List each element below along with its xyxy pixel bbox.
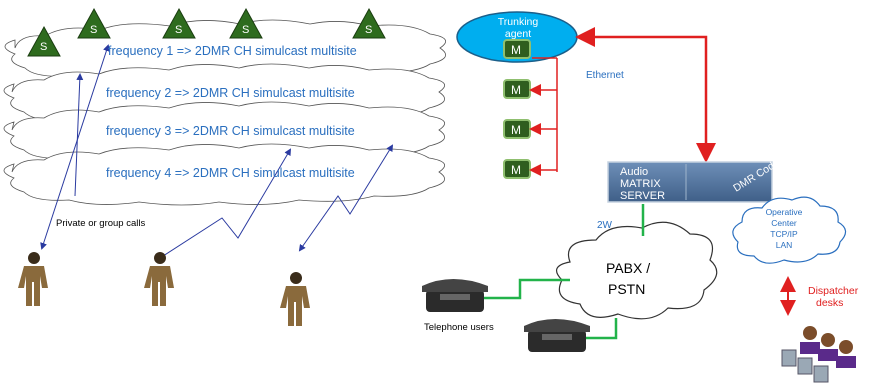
two-wire-label: 2W — [597, 220, 612, 231]
frequency-label-1: frequency 1 => 2DMR CH simulcast multisi… — [108, 44, 357, 58]
frequency-label-2: frequency 2 => 2DMR CH simulcast multisi… — [106, 86, 355, 100]
telephone-icon — [422, 279, 488, 312]
operative-center-line-4: LAN — [775, 240, 793, 250]
operative-center-line-3: TCP/IP — [770, 229, 798, 239]
radio-user-figure — [18, 252, 48, 306]
base-station-label: S — [90, 24, 97, 36]
pabx-label-2: PSTN — [608, 281, 646, 297]
base-station-label: S — [365, 24, 372, 36]
dispatcher-label-1: Dispatcher — [808, 285, 859, 297]
frequency-label-4: frequency 4 => 2DMR CH simulcast multisi… — [106, 166, 355, 180]
radio-user-figure — [144, 252, 174, 306]
pabx-label-1: PABX / — [606, 260, 651, 276]
telephone-users-label: Telephone users — [424, 322, 494, 333]
operative-center-cloud — [732, 196, 847, 264]
matrix-line-2: MATRIX — [620, 178, 661, 190]
radio-links — [40, 44, 394, 260]
modem-label: M — [511, 123, 521, 137]
frequency-label-3: frequency 3 => 2DMR CH simulcast multisi… — [106, 124, 355, 138]
wired-links — [484, 204, 645, 340]
base-station-icon: S — [162, 7, 196, 39]
modem-icon: M — [503, 119, 531, 139]
base-station-label: S — [40, 41, 47, 53]
base-station-icon: S — [352, 7, 386, 39]
modem-label: M — [511, 43, 521, 57]
dispatcher-label-2: desks — [816, 297, 844, 309]
modem-label: M — [511, 163, 521, 177]
ethernet-links — [529, 57, 558, 176]
agent-matrix-link — [575, 27, 716, 163]
trunking-agent-label: Trunking agent — [497, 16, 539, 40]
base-station-icon: S — [229, 7, 263, 39]
modem-label: M — [511, 83, 521, 97]
base-station-label: S — [175, 24, 182, 36]
base-station-icon: S — [77, 7, 111, 39]
operative-center-line-1: Operative — [765, 207, 803, 217]
telephone-icon — [524, 319, 590, 352]
operative-center-line-2: Center — [771, 218, 797, 228]
matrix-line-1: Audio — [620, 166, 648, 178]
pabx-cloud — [555, 221, 718, 320]
ethernet-label: Ethernet — [586, 70, 624, 81]
radio-user-figure — [280, 272, 310, 326]
audio-matrix-server: Audio MATRIX SERVER DMR Codecs — [607, 151, 791, 203]
private-calls-label: Private or group calls — [56, 218, 146, 229]
modem-icon: M — [503, 79, 531, 99]
base-station-label: S — [242, 24, 249, 36]
modem-icon: M — [503, 39, 531, 59]
matrix-line-3: SERVER — [620, 190, 665, 202]
modem-icon: M — [503, 159, 531, 179]
dispatcher-desks-icon — [781, 326, 856, 383]
